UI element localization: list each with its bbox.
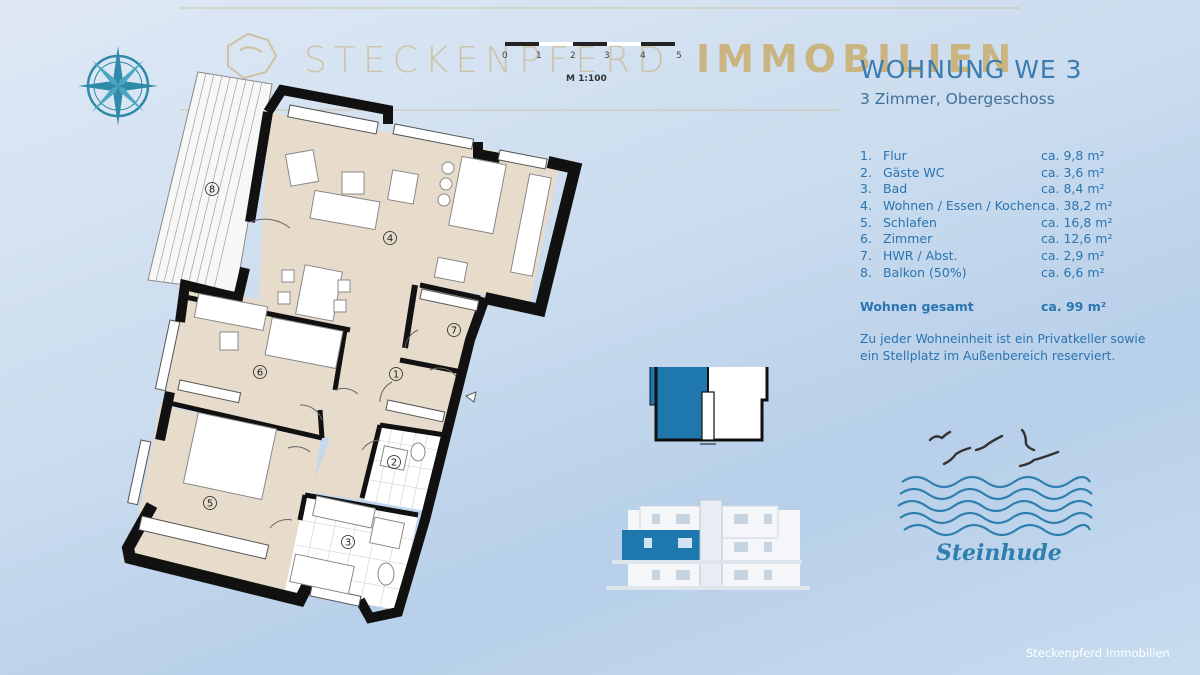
room-number-label: 8 [209,185,215,196]
list-item: 5. Schlafen ca. 16,8 m² [860,215,1130,232]
room-name: Bad [883,181,908,197]
room-name: Wohnen / Essen / Kochen [883,198,1041,214]
room-number: 7. [860,248,872,264]
scale-tick-3: 3 [604,51,610,61]
room-number-circle [383,231,397,245]
list-item: 7. HWR / Abst. ca. 2,9 m² [860,248,1130,265]
scale-tick-4: 4 [640,51,646,61]
room-area: ca. 38,2 m² [1041,198,1113,214]
room-area: ca. 9,8 m² [1041,148,1105,163]
info-note: Zu jeder Wohneinheit ist ein Privatkelle… [860,332,1146,363]
room-name: Flur [883,148,907,163]
room-number: 8. [860,264,872,280]
room-number: 3. [860,181,872,197]
room-name: Zimmer [883,231,933,247]
room-number-label: 6 [257,368,263,379]
list-item: 6. Zimmer ca. 12,6 m² [860,231,1130,248]
room-number-circle [205,182,219,196]
room-number-circle [447,323,461,337]
room-name: Balkon (50%) [883,264,967,280]
room-number-label: 3 [345,538,351,549]
scale-label: M 1:100 [566,74,607,84]
footer-credit: Steckenpferd Immobilien [1026,646,1170,660]
room-number-labels: 1 2 3 4 5 6 7 8 [203,182,461,549]
room-area: ca. 6,6 m² [1041,264,1105,280]
room-name: Schlafen [883,214,937,230]
room-number-label: 7 [451,326,457,337]
total-area: Wohnen gesamt ca. 99 m² [860,299,1130,314]
room-number: 6. [860,231,872,247]
room-area: ca. 3,6 m² [1041,164,1105,180]
brand-name-left: STECKENPFERD [304,40,672,81]
room-number: 5. [860,214,872,230]
waves-icon [897,475,1093,537]
room-number-circle [389,367,403,381]
room-number-circle [387,455,401,469]
brand-name-right: IMMOBILIEN [696,37,1018,81]
scale-tick-1: 1 [536,51,542,61]
list-item: 8. Balkon (50%) ca. 6,6 m² [860,265,1130,282]
room-area: ca. 16,8 m² [1041,214,1113,230]
brand-logo: STECKENPFERD IMMOBILIEN [222,28,1011,88]
room-number-circle [253,365,267,379]
scale-tick-0: 0 [502,51,508,61]
page-title: WOHNUNG WE 3 [860,55,1083,84]
room-number-circle [203,496,217,510]
list-item: 3. Bad ca. 8,4 m² [860,181,1130,198]
scale-tick-2: 2 [570,51,576,61]
seagulls-icon [928,428,1060,468]
compass-icon [78,46,158,126]
room-number: 4. [860,198,872,214]
room-area: ca. 12,6 m² [1041,231,1113,247]
room-number-circle [341,535,355,549]
total-label: Wohnen gesamt [860,299,974,314]
page-subtitle: 3 Zimmer, Obergeschoss [860,90,1055,108]
total-value: ca. 99 m² [1041,299,1107,314]
scale-bar [505,42,675,46]
room-number-label: 5 [207,499,213,510]
room-name: Gäste WC [883,164,945,180]
room-area: ca. 8,4 m² [1041,181,1105,197]
list-item: 2. Gäste WC ca. 3,6 m² [860,165,1130,182]
room-name: HWR / Abst. [883,248,958,264]
steinhude-logo-text: Steinhude [936,540,1062,566]
room-number: 1. [860,148,872,163]
scale-tick-5: 5 [676,51,682,61]
room-area: ca. 2,9 m² [1041,248,1105,264]
room-number-label: 2 [391,458,397,469]
room-number-label: 1 [393,370,399,381]
room-number-label: 4 [387,234,393,245]
horse-logo-icon [227,32,278,80]
locator-plan [649,367,769,445]
list-item: 1. Flur ca. 9,8 m² [860,148,1130,165]
building-elevation [606,499,810,591]
room-list: 1. Flur ca. 9,8 m² 2. Gäste WC ca. 3,6 m² 3.… [860,148,1130,282]
room-number: 2. [860,164,872,180]
